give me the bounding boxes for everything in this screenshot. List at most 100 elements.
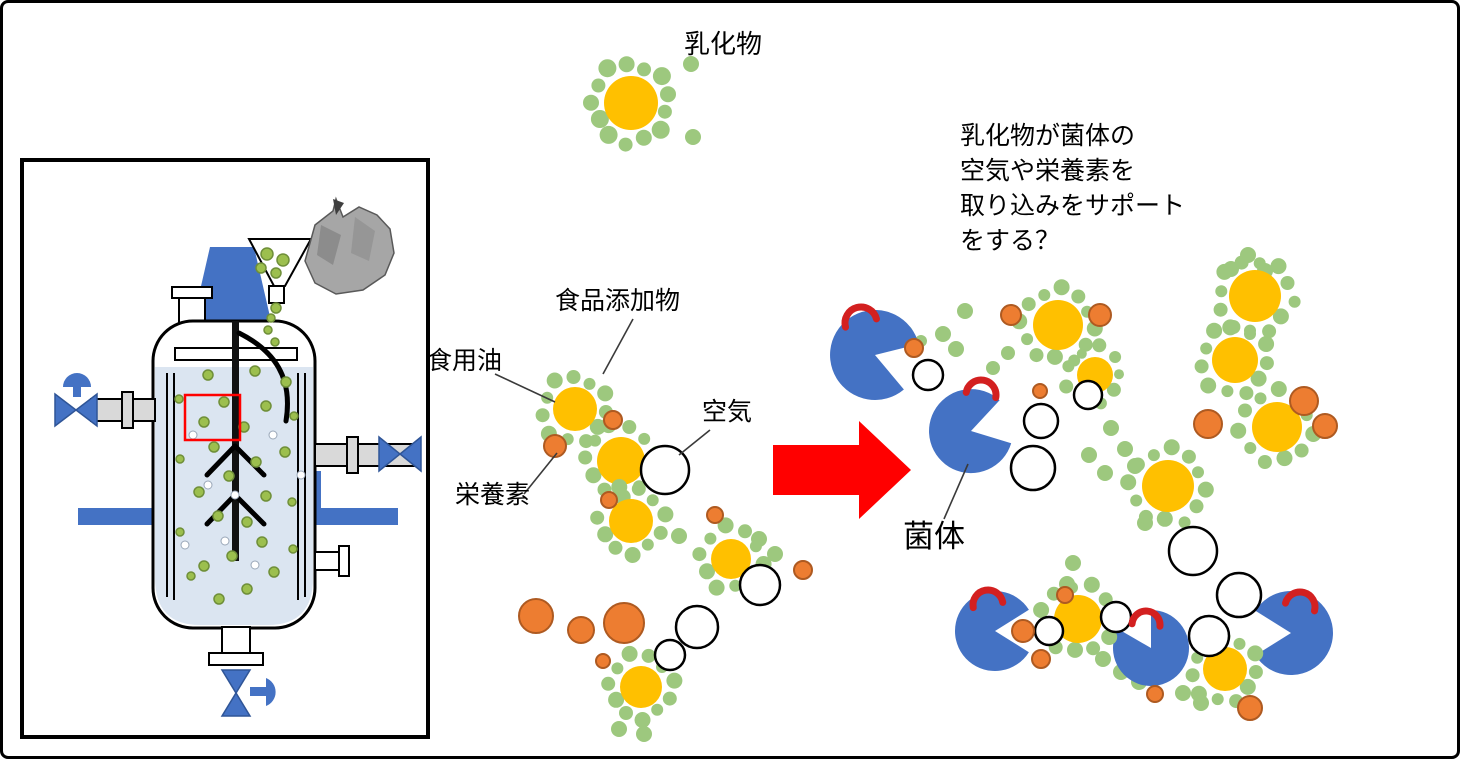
additive-dot	[638, 432, 651, 445]
vessel-green-dot	[212, 510, 224, 522]
additive-dot	[1192, 466, 1204, 479]
nutrient-particle	[1193, 409, 1223, 439]
oil-core	[1203, 647, 1247, 691]
additive-dot	[1076, 348, 1087, 359]
emulsion-particle	[1011, 279, 1103, 367]
additive-dot	[1029, 348, 1044, 363]
additive-dot	[1244, 328, 1256, 340]
emulsion-particle	[535, 370, 614, 449]
additive-dot	[597, 526, 614, 543]
vessel-green-dot	[260, 490, 272, 502]
oil-core	[597, 437, 645, 485]
nutrient-particle	[603, 602, 645, 644]
diagram-canvas	[20, 56, 1338, 742]
green-dot	[636, 726, 652, 742]
additive-dot	[692, 547, 707, 562]
additive-dot	[618, 137, 633, 152]
agitator-motor	[193, 247, 271, 321]
vessel-green-dot	[241, 583, 253, 595]
emulsion-particle	[601, 645, 683, 728]
additive-dot	[535, 408, 550, 423]
additive-dot	[1178, 516, 1191, 529]
additive-dot	[1213, 302, 1228, 317]
additive-dot	[635, 129, 652, 146]
additive-dot	[666, 672, 683, 689]
additive-dot	[1092, 338, 1107, 353]
additive-dot	[1280, 276, 1295, 290]
green-dot	[1097, 465, 1113, 481]
air-bubble	[1167, 525, 1219, 577]
nutrient-particle	[1031, 649, 1051, 669]
oil-core	[553, 387, 597, 431]
additive-dot	[611, 662, 624, 675]
label-bacteria: 菌体	[903, 519, 965, 554]
funnel-green-dot	[270, 337, 280, 347]
additive-dot	[637, 62, 651, 77]
additive-dot	[622, 420, 637, 434]
oil-core	[1212, 337, 1258, 383]
additive-dot	[601, 676, 616, 691]
additive-dot	[611, 479, 628, 495]
additive-dot	[1206, 322, 1223, 339]
additive-dot	[651, 703, 664, 716]
nutrient-particle	[1088, 303, 1112, 327]
bacterium-cell	[830, 309, 919, 400]
air-bubble	[653, 638, 687, 672]
nutrient-particle	[793, 560, 813, 580]
nutrient-particle	[567, 616, 595, 644]
oil-core	[620, 666, 662, 708]
bioreactor-illustration	[20, 158, 430, 739]
additive-dot	[1185, 668, 1200, 683]
additive-dot	[1294, 443, 1309, 458]
red-arc-mark	[1282, 588, 1319, 615]
vessel-green-dot	[249, 365, 261, 377]
top-nozzle	[171, 286, 213, 324]
vessel-bubble	[250, 560, 260, 570]
green-dot	[1001, 346, 1015, 360]
additive-dot	[618, 56, 635, 73]
funnel-green-dot	[276, 253, 290, 267]
label-emulsion: 乳化物	[684, 29, 763, 59]
additive-dot	[1062, 360, 1075, 373]
additive-dot	[651, 120, 670, 139]
additive-dot	[641, 538, 654, 551]
vessel-green-dot	[223, 470, 235, 482]
additive-dot	[1211, 693, 1224, 706]
nutrient-particle	[1237, 695, 1263, 721]
additive-dot	[1272, 308, 1289, 325]
additive-dot	[1230, 422, 1247, 439]
additive-dot	[1200, 342, 1213, 355]
nutrient-particle	[706, 506, 724, 524]
green-dot	[611, 721, 627, 737]
additive-dot	[641, 648, 656, 663]
bacterium-cell	[1255, 591, 1333, 676]
additive-dot	[621, 645, 638, 662]
leader-edible-oil	[494, 373, 556, 403]
additive-dot	[1234, 255, 1249, 270]
additive-dot	[1130, 494, 1143, 507]
vessel-bubble	[296, 470, 306, 480]
nutrient-particle	[1011, 619, 1035, 643]
additive-dot	[583, 94, 599, 111]
additive-dot	[1288, 295, 1301, 308]
additive-dot	[1120, 474, 1137, 491]
vessel-green-dot	[260, 400, 272, 412]
additive-dot	[1021, 297, 1036, 312]
additive-dot	[1276, 450, 1293, 467]
funnel-green-dot	[260, 247, 274, 261]
red-arc-mark	[969, 586, 1007, 612]
green-dot	[986, 361, 1000, 375]
plastic-bag-image	[304, 196, 395, 295]
additive-dot	[591, 78, 606, 93]
green-dot	[1095, 651, 1111, 667]
additive-dot	[1226, 320, 1241, 334]
nutrient-particle	[603, 410, 623, 430]
vessel-green-dot	[175, 527, 185, 537]
additive-dot	[1109, 351, 1122, 363]
emulsion-particle	[1120, 439, 1214, 529]
vessel-green-dot	[202, 369, 214, 381]
additive-dot	[749, 540, 762, 553]
additive-dot	[1106, 382, 1121, 397]
oil-core	[604, 76, 658, 130]
vessel-bubble	[180, 540, 190, 550]
